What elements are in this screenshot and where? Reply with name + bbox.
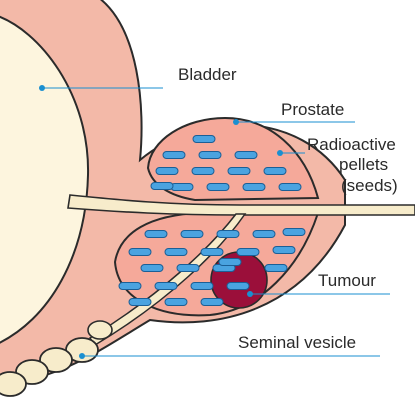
seed-pellet [191,167,215,175]
seed-pellet [164,298,188,306]
seed-pellet [282,228,306,236]
prostate-leader-dot [233,119,239,125]
seed-pellet [252,230,276,238]
seed-pellet [140,264,164,272]
seed-pellet [216,230,240,238]
bladder-label: Bladder [178,65,237,84]
seed-pellet [128,298,152,306]
seminal-vesicle-leader-dot [79,353,85,359]
seed-pellet [154,282,178,290]
seminal-vesicle-label: Seminal vesicle [238,333,356,352]
pellets-label-line-3: (seeds) [341,176,398,195]
tumour-leader-dot [247,291,253,297]
seed-pellet [206,183,230,191]
radioactive-seeds [118,135,306,306]
tumour-label: Tumour [318,271,376,290]
seed-pellet [176,264,200,272]
bladder [0,15,90,344]
seed-pellet [234,151,258,159]
seed-pellet [226,282,250,290]
seed-pellet [242,183,266,191]
prostate-label: Prostate [281,100,344,119]
prostate-upper-lobe [146,116,320,202]
seed-pellet [128,248,152,256]
urethra [67,194,415,216]
seminal-vesicle [0,320,113,397]
seed-pellet [200,298,224,306]
pellets-leader-dot [277,150,283,156]
seed-pellet [200,248,224,256]
seed-pellet [272,246,296,254]
seed-pellet [162,151,186,159]
seed-pellet [218,258,242,266]
seed-pellet [164,248,188,256]
seed-pellet [170,183,194,191]
bladder-leader-dot [39,85,45,91]
seed-pellet [236,248,260,256]
seed-pellet [150,182,174,190]
pellets-label-line-1: Radioactive [307,135,396,154]
seed-pellet [180,230,204,238]
seed-pellet [227,167,251,175]
seed-pellet [190,282,214,290]
pellets-label-line-2: pellets [339,155,388,174]
seed-pellet [192,135,216,143]
seed-pellet [278,183,302,191]
seed-pellet [118,282,142,290]
seed-pellet [198,151,222,159]
seed-pellet [155,167,179,175]
seed-pellet [264,264,288,272]
seed-pellet [144,230,168,238]
seed-pellet [263,167,287,175]
